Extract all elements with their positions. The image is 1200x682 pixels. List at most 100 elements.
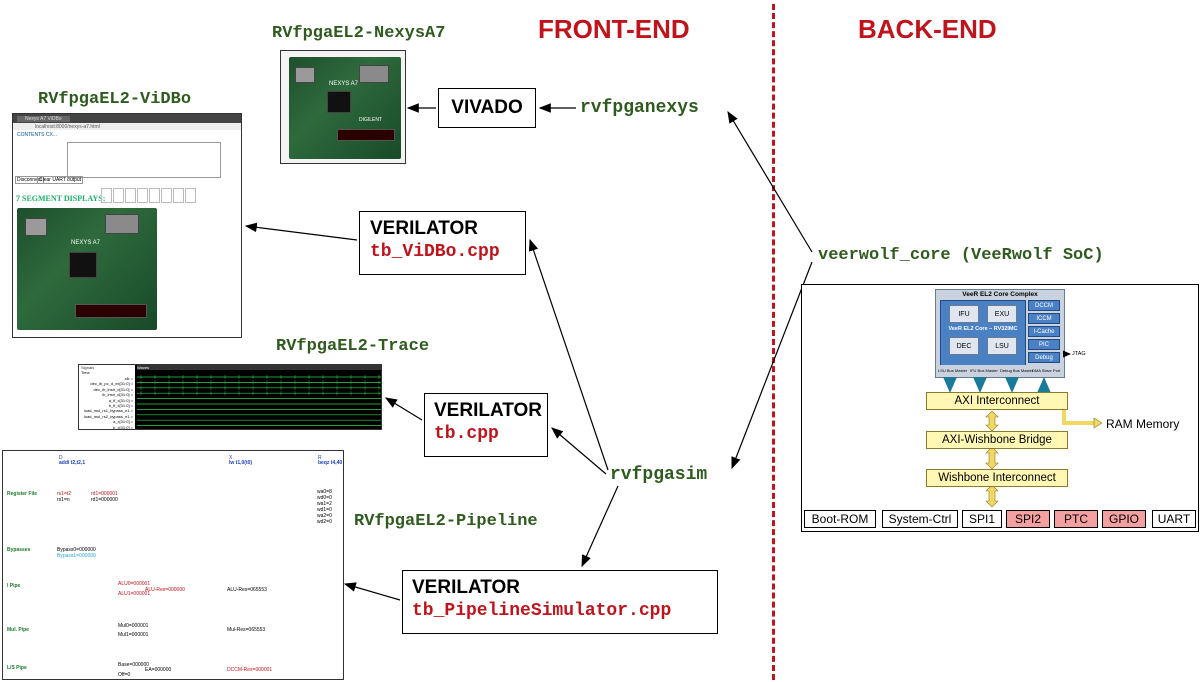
trace-signals-pane: Signals Time clk =dec_ib_pc_d_ex[31:0] =… <box>79 365 135 430</box>
vidbo-target-label: RVfpgaEL2-ViDBo <box>38 90 192 109</box>
pipe-writeback-value: wd1=0 <box>317 507 332 513</box>
pipe-ls-off: Off=0 <box>118 672 131 678</box>
vivado-box: VIVADO <box>438 88 536 128</box>
master-debug: Debug Bus Master <box>1000 368 1034 373</box>
periph-gpio: GPIO <box>1102 510 1146 528</box>
pipe-mul-res: Mul-Res=065553 <box>227 627 266 633</box>
trace-signal-name: load_mul_rs2_bypass_e1 = <box>83 413 133 419</box>
pipeline-target-label: RVfpgaEL2-Pipeline <box>354 512 538 531</box>
bus-masters-strip: LSU Bus Master IFU Bus Master Debug Bus … <box>935 365 1065 378</box>
pipe-row-label: L/S Pipe <box>7 665 27 671</box>
pipe-row-label: I Pipe <box>7 583 21 589</box>
disconnect-button: Disconnect <box>15 176 44 184</box>
verilator-vidbo-file: tb_ViDBo.cpp <box>370 242 500 262</box>
pipe-ls-ea: EA=000000 <box>145 667 172 673</box>
arrow-sim-to-vidbo <box>528 238 609 471</box>
trace-signal-name: b_ff_x[31:0] = <box>108 403 133 408</box>
arrow-trace-to-screen <box>384 397 423 421</box>
verilator-trace-title: VERILATOR <box>434 400 543 421</box>
pipe-reg-rd1b: rd1=000000 <box>91 497 118 503</box>
arrow-sim-to-pipeline <box>581 485 619 568</box>
pipe-alu-res2: ALU-Res=065553 <box>227 587 267 593</box>
side-debug: Debug <box>1028 352 1060 363</box>
pipe-writeback-value: wd2=0 <box>317 519 332 525</box>
pipe-row-label: Mul. Pipe <box>7 627 29 633</box>
trace-signal-name: clk = <box>124 376 133 381</box>
core-complex-title: VeeR EL2 Core Complex <box>962 291 1038 298</box>
vivado-label: VIVADO <box>451 97 523 118</box>
trace-waves-pane: Waves <box>135 365 381 429</box>
side-pic: PIC <box>1028 339 1060 350</box>
unit-dec: DEC <box>949 337 979 355</box>
uart-textarea <box>67 142 221 178</box>
periph-ptc: PTC <box>1054 510 1098 528</box>
arrow-core-to-nexys <box>727 110 813 253</box>
core-label: VeeR EL2 Core – RV32IMC <box>948 326 1018 332</box>
pipe-writeback-value: wa2=0 <box>317 513 332 519</box>
pipe-ls-base: Base=000000 <box>118 662 150 668</box>
veerwolf-core-node: veerwolf_core (VeeRwolf SoC) <box>818 246 1104 265</box>
axi-wishbone-bridge: AXI-Wishbone Bridge <box>926 431 1068 449</box>
jtag-label: JTAG <box>1072 351 1086 357</box>
side-iccm: ICCM <box>1028 313 1060 324</box>
front-end-header: FRONT-END <box>538 14 690 44</box>
pipe-col-instr: lw t1,0(t0) <box>229 460 253 466</box>
seg-display-label: 7 SEGMENT DISPLAYS: <box>16 194 106 203</box>
verilator-vidbo-box: VERILATOR tb_ViDBo.cpp <box>359 211 526 275</box>
seg-display-row <box>101 188 196 203</box>
pipe-bypass1: Bypass1=000000 <box>57 553 96 559</box>
arrow-vidbo-to-screen <box>244 222 358 241</box>
rvfpgasim-node: rvfpgasim <box>610 465 708 485</box>
nexys-board-brand: DIGILENT <box>359 117 383 123</box>
arrow-pipeline-to-screen <box>343 582 401 601</box>
pipe-col-header: R <box>318 455 322 461</box>
browser-tabbar: Nexys A7 ViDBo <box>13 114 241 123</box>
trace-signals-header: Signals <box>81 365 95 370</box>
trace-signal-name: a_ff_x[31:0] = <box>108 397 133 403</box>
rvfpganexys-node: rvfpganexys <box>580 98 699 118</box>
nexys-board-photo: NEXYS A7 DIGILENT <box>280 50 406 164</box>
core-complex: VeeR EL2 Core Complex IFU EXU VeeR EL2 C… <box>935 289 1065 369</box>
verilator-pipeline-title: VERILATOR <box>412 577 521 598</box>
pipe-col-instr: beqz t4,40 <box>318 460 343 466</box>
unit-ifu: IFU <box>949 305 979 323</box>
trace-waveform-screenshot: Signals Time clk =dec_ib_pc_d_ex[31:0] =… <box>78 364 382 430</box>
trace-time-label: Time <box>81 370 90 375</box>
trace-waves-header: Waves <box>137 365 381 370</box>
pipe-mul0: Mul0=000001 <box>118 623 149 629</box>
verilator-pipeline-file: tb_PipelineSimulator.cpp <box>412 601 672 621</box>
trace-signal-name: load_mul_rs1_bypass_e1 = <box>83 408 133 414</box>
nexys-board-label: NEXYS A7 <box>329 81 359 87</box>
nexys-board: NEXYS A7 DIGILENT <box>289 57 401 159</box>
unit-exu: EXU <box>987 305 1017 323</box>
soc-block-diagram: VeeR EL2 Core Complex IFU EXU VeeR EL2 C… <box>801 284 1199 532</box>
pipe-row-label: Bypasses <box>7 547 31 553</box>
trace-signal-name: ib_instr_d[31:0] = <box>102 392 133 398</box>
trace-signal-name: a_x[31:0] = <box>113 419 133 425</box>
browser-url: localhost:8000/nexys-a7.html <box>35 124 100 130</box>
periph-spi2: SPI2 <box>1006 510 1050 528</box>
master-dma: DMA Slave Port <box>1032 368 1061 373</box>
verilator-pipeline-box: VERILATOR tb_PipelineSimulator.cpp <box>402 570 718 634</box>
pipe-row-label: Register File <box>7 491 38 497</box>
arrow-core-to-sim <box>731 261 813 470</box>
pipe-bypass0: Bypass0=000000 <box>57 547 96 553</box>
periph-boot-rom: Boot-ROM <box>804 510 876 528</box>
trace-signal-name: b_x[31:0] = <box>113 424 133 430</box>
pipe-reg-rd1a: rd1=000001 <box>91 491 118 497</box>
browser-tab: Nexys A7 ViDBo <box>17 115 70 122</box>
pipe-alu-res1: ALU-Res=000000 <box>145 587 185 593</box>
master-ifu: IFU Bus Master <box>970 368 998 373</box>
browser-urlbar: localhost:8000/nexys-a7.html <box>13 123 241 130</box>
verilator-vidbo-title: VERILATOR <box>370 218 479 239</box>
pipe-writeback-value: wd0=0 <box>317 495 332 501</box>
trace-signal-name: dec_ib_instr_d[31:0] = <box>93 386 133 392</box>
arrow-sim-to-trace <box>551 427 607 475</box>
pipe-col-header: X <box>229 455 233 461</box>
browser-contents: CONTENTS CX... <box>17 132 58 138</box>
axi-interconnect: AXI Interconnect <box>926 392 1068 410</box>
trace-wave-graphics <box>137 375 381 426</box>
pipe-col-header: D <box>59 455 63 461</box>
